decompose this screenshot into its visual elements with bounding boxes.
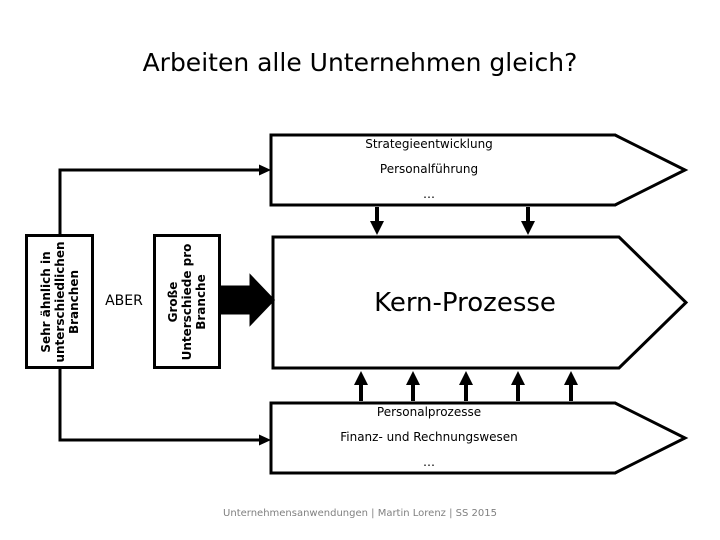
similarity-box: Sehr ähnlich in unterschiedlichen Branch… [25, 234, 94, 369]
connector-bottom-path [58, 369, 262, 442]
support-chevron-shape [269, 401, 689, 475]
difference-line-1: Große [165, 281, 180, 322]
support-processes-chevron [269, 401, 689, 475]
aber-label: ABER [105, 293, 143, 309]
core-process-label: Kern-Prozesse [374, 288, 556, 318]
management-row-label-2: Personalführung [379, 162, 479, 176]
core-input-block-arrow [220, 273, 276, 327]
page-title: Arbeiten alle Unternehmen gleich? [142, 48, 578, 77]
support-to-core-arrows [354, 371, 578, 401]
core-chevron-shape [271, 235, 689, 370]
similarity-line-2: unterschiedlichen [52, 240, 67, 363]
slide-footer: Unternehmensanwendungen | Martin Lorenz … [223, 508, 497, 519]
connector-top-path [58, 168, 262, 234]
core-process-chevron [271, 235, 689, 371]
support-outline [269, 401, 689, 475]
management-to-core-arrows [370, 207, 535, 235]
similarity-line-3: Branchen [66, 269, 81, 334]
management-row-label-3: … [423, 187, 435, 201]
management-processes-chevron [269, 133, 689, 207]
management-outline [269, 133, 689, 207]
core-chevron-outline [271, 235, 689, 370]
difference-box-text: Große Unterschiede pro Branche [166, 243, 208, 360]
support-row-label-3: … [423, 455, 435, 469]
difference-box: Große Unterschiede pro Branche [153, 234, 221, 369]
management-chevron-shape [269, 133, 689, 207]
support-row-label-2: Finanz- und Rechnungswesen [340, 430, 518, 444]
support-row-label-1: Personalprozesse [376, 405, 482, 419]
similarity-box-text: Sehr ähnlich in unterschiedlichen Branch… [38, 241, 80, 362]
difference-line-3: Branche [194, 273, 209, 330]
management-row-label-1: Strategieentwicklung [365, 137, 493, 151]
similarity-line-1: Sehr ähnlich in [38, 250, 53, 353]
difference-line-2: Unterschiede pro [179, 243, 194, 360]
